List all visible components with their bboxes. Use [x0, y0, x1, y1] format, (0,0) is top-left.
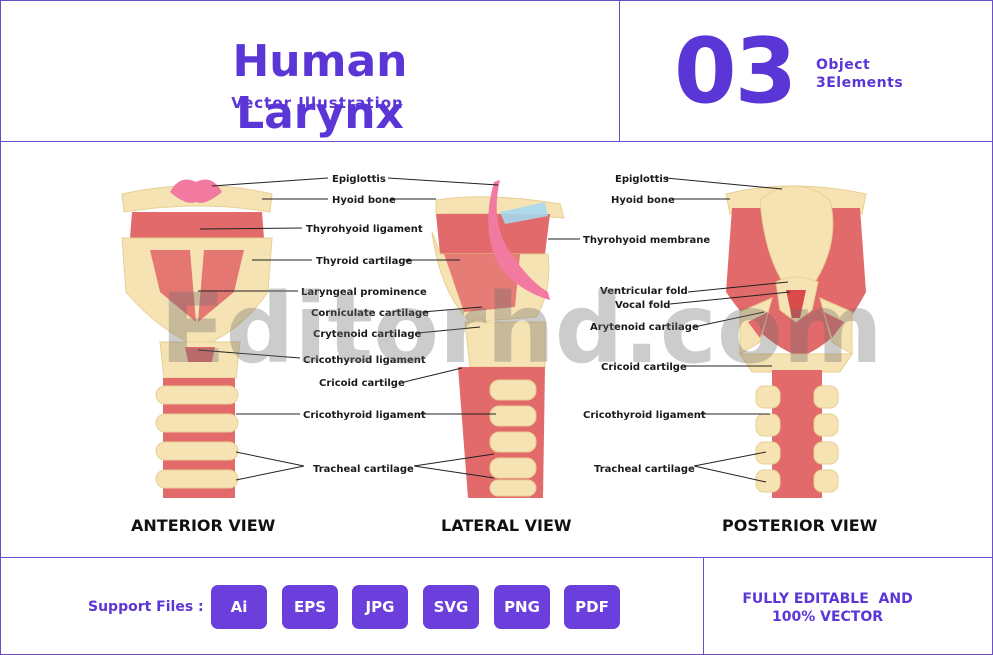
object-count: 03	[674, 19, 797, 124]
lateral-label-crytenoid-cartilage: Crytenoid cartilage	[313, 329, 422, 340]
larynx-illustration: Epiglottis Hyoid bone Thyrohyoid ligamen…	[121, 174, 883, 535]
lateral-view: Thyrohyoid membrane Corniculate cartilag…	[311, 177, 710, 535]
anterior-label-laryngeal-prominence: Laryngeal prominence	[301, 287, 427, 298]
posterior-label-cricothyroid-ligament: Cricothyroid ligament	[583, 410, 706, 421]
format-badge-pdf: PDF	[564, 585, 620, 629]
format-badge-eps: EPS	[282, 585, 338, 629]
posterior-view: Epiglottis Hyoid bone Ventricular fold V…	[583, 174, 878, 535]
page-title: Human Larynx	[232, 36, 408, 139]
posterior-label-arytenoid-cartilage: Arytenoid cartilage	[590, 322, 699, 333]
lateral-view-title: LATERAL VIEW	[441, 516, 572, 535]
format-badge-ai: Ai	[211, 585, 267, 629]
anterior-label-cricothyroid-ligament-lower: Cricothyroid ligament	[303, 410, 426, 421]
page-subtitle: Vector Illustration	[231, 94, 404, 112]
anterior-label-epiglottis: Epiglottis	[332, 174, 386, 185]
anterior-view-title: ANTERIOR VIEW	[131, 516, 276, 535]
support-files-label: Support Files :	[88, 599, 204, 615]
header-divider	[0, 141, 993, 142]
posterior-label-epiglottis: Epiglottis	[615, 174, 669, 185]
footer-divider	[0, 557, 993, 558]
posterior-label-ventricular-fold: Ventricular fold	[600, 286, 688, 297]
lateral-label-thyrohyoid-membrane: Thyrohyoid membrane	[583, 235, 710, 246]
anterior-view: Epiglottis Hyoid bone Thyrohyoid ligamen…	[121, 174, 427, 535]
lateral-label-corniculate-cartilage: Corniculate cartilage	[311, 308, 429, 319]
anterior-label-cricothyroid-ligament-upper: Cricothyroid ligament	[303, 355, 426, 366]
lateral-label-cricoid-cartilge: Cricoid cartilge	[319, 378, 405, 389]
footer-vertical-divider	[703, 557, 704, 655]
anterior-label-thyrohyoid-ligament: Thyrohyoid ligament	[306, 224, 423, 235]
watermark-text: Editorhd.com	[160, 273, 883, 385]
posterior-label-cricoid-cartilge: Cricoid cartilge	[601, 362, 687, 373]
posterior-label-tracheal-cartilage: Tracheal cartilage	[594, 464, 695, 475]
object-label: Object	[816, 57, 871, 73]
anterior-label-hyoid-bone: Hyoid bone	[332, 195, 396, 206]
anterior-label-tracheal-cartilage: Tracheal cartilage	[313, 464, 414, 475]
editable-note: FULLY EDITABLE AND 100% VECTOR	[705, 590, 950, 626]
editable-line-2: 100% VECTOR	[771, 609, 884, 625]
editable-line-1: FULLY EDITABLE AND	[742, 591, 913, 607]
format-badge-svg: SVG	[423, 585, 479, 629]
header-vertical-divider	[619, 0, 620, 141]
posterior-label-vocal-fold: Vocal fold	[615, 300, 670, 311]
anterior-label-thyroid-cartilage: Thyroid cartilage	[316, 256, 412, 267]
elements-label: 3Elements	[816, 75, 904, 91]
posterior-label-hyoid-bone: Hyoid bone	[611, 195, 675, 206]
posterior-view-title: POSTERIOR VIEW	[722, 516, 878, 535]
format-badge-png: PNG	[494, 585, 550, 629]
format-badge-jpg: JPG	[352, 585, 408, 629]
